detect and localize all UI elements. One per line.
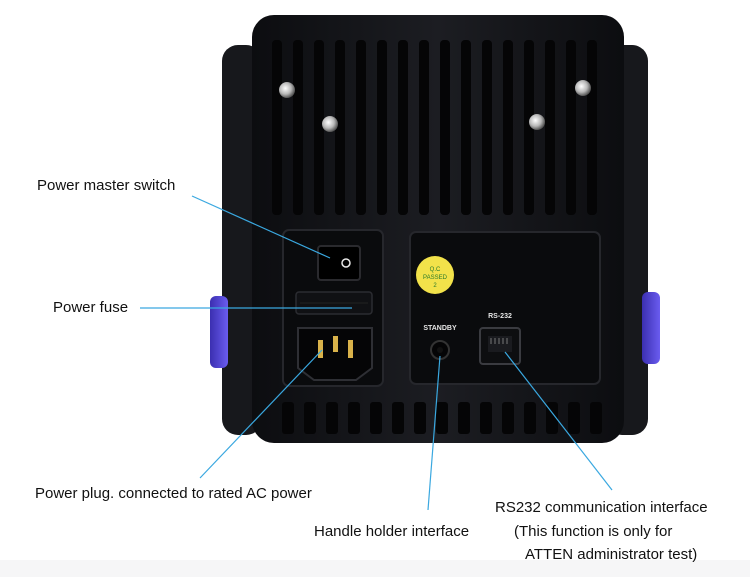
bottom-vent-slots [282, 402, 602, 434]
callout-handle-holder-interface: Handle holder interface [314, 523, 470, 540]
right-purple-grip [642, 292, 660, 364]
callout-rs232-line3: ATTEN administrator test) [525, 546, 698, 563]
qc-passed-sticker [416, 256, 454, 294]
standby-marking: STANDBY [423, 325, 457, 332]
top-vent-ribs [272, 40, 597, 215]
leader-rs232 [504, 351, 613, 491]
screws [279, 80, 591, 132]
ac-power-socket [297, 327, 373, 381]
qc-sticker-line3: 2 [433, 283, 437, 289]
interface-panel: Q.C PASSED 2 STANDBY RS-232 [409, 231, 601, 385]
qc-sticker-line2: PASSED [423, 275, 448, 281]
leader-handle-holder [427, 355, 441, 511]
callout-power-master-switch: Power master switch [37, 177, 176, 194]
power-switch [317, 245, 361, 281]
rs232-marking: RS-232 [488, 313, 512, 320]
leader-power-switch [191, 195, 331, 259]
callout-power-fuse: Power fuse [53, 299, 129, 316]
callout-rs232-line1: RS232 communication interface [495, 499, 708, 516]
left-purple-grip [210, 296, 228, 368]
leader-power-plug [199, 349, 323, 479]
callout-leader-lines [140, 195, 613, 511]
callout-power-plug: Power plug. connected to rated AC power [35, 485, 312, 502]
qc-sticker-line1: Q.C [430, 267, 441, 273]
callout-rs232-line2: (This function is only for [514, 523, 673, 540]
